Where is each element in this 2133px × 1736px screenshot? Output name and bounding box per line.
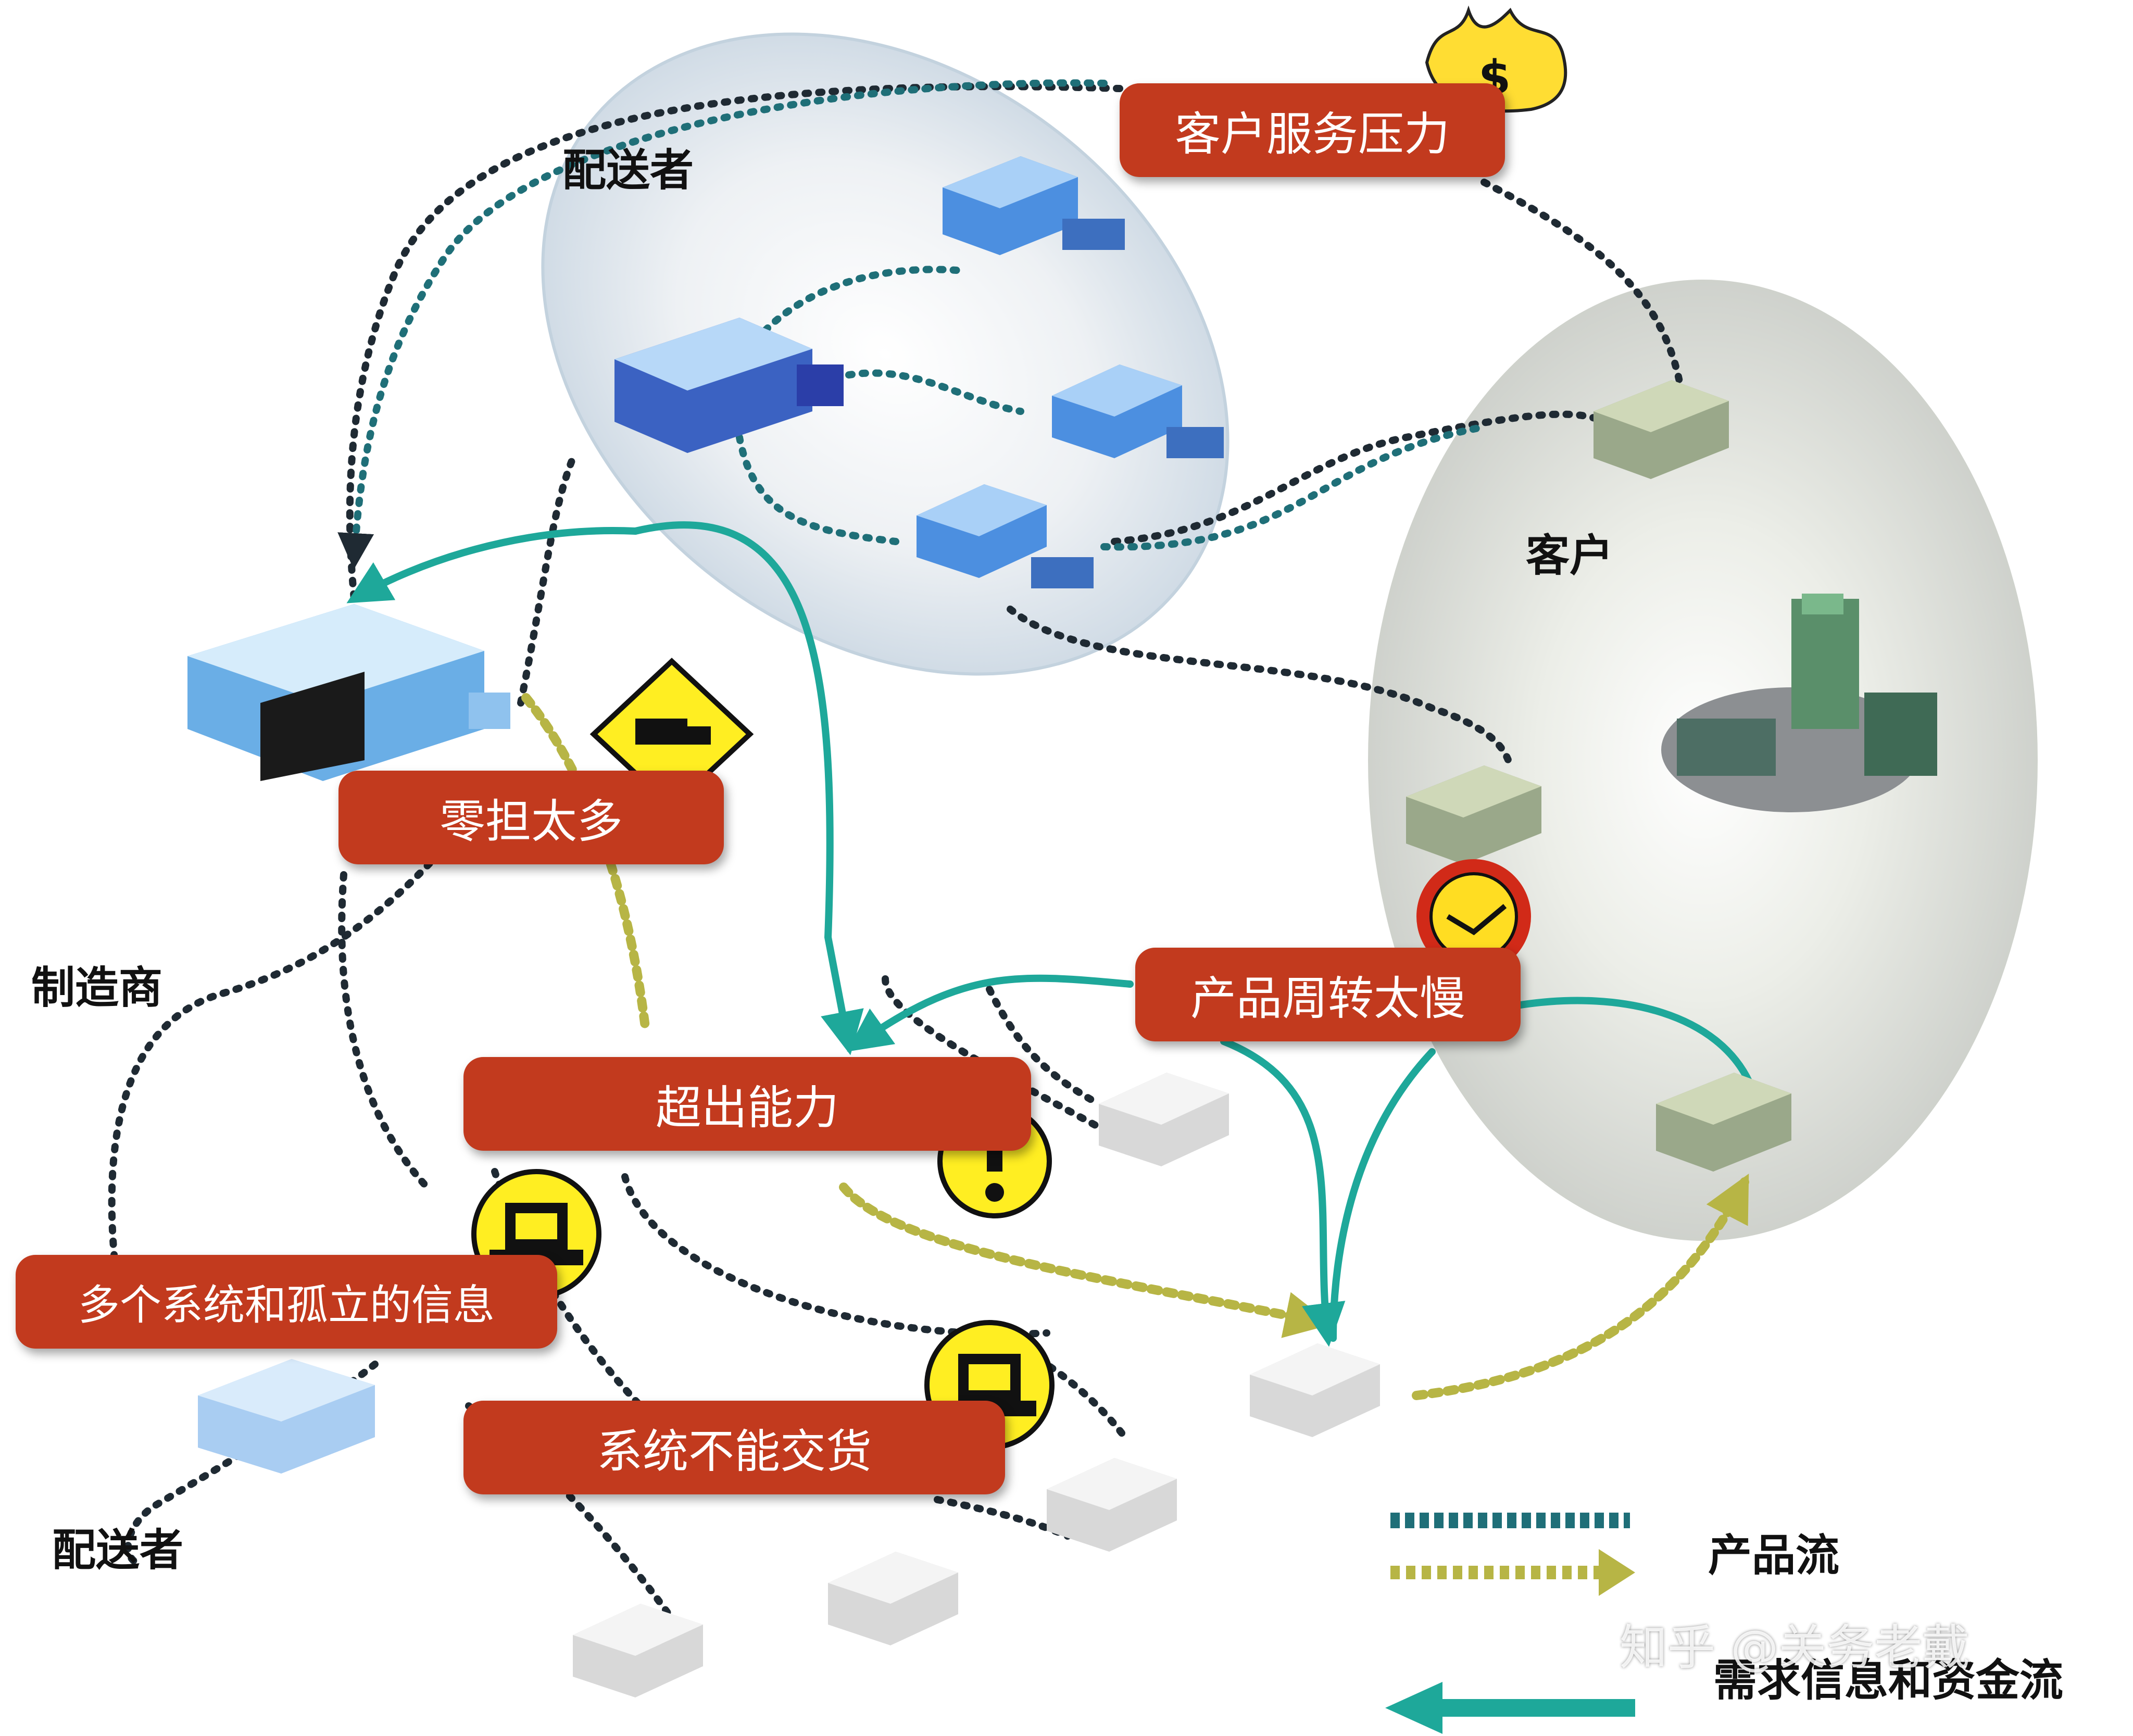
region-label-manufacturer: 制造商 xyxy=(31,962,163,1013)
warehouse-icon xyxy=(1250,1343,1380,1437)
teal-arrow xyxy=(1329,1048,1436,1342)
dotted-path xyxy=(882,975,1108,1134)
dotted-path xyxy=(1480,179,1686,399)
product-flow-path xyxy=(736,434,899,545)
manufacturer-plant-icon xyxy=(187,604,510,781)
dotted-path xyxy=(491,1168,670,1436)
clock-icon xyxy=(1416,859,1531,974)
warehouse-icon xyxy=(828,1552,958,1645)
warehouse-icon xyxy=(198,1359,375,1474)
problem-over-capacity: 超出能力 xyxy=(463,1057,1031,1151)
dotted-path xyxy=(1007,606,1514,769)
teal-arrow xyxy=(346,527,639,603)
dotted-path xyxy=(346,83,1123,602)
product-flow-path xyxy=(337,79,1108,570)
product-flow-path xyxy=(845,369,1024,415)
warehouse-icon xyxy=(917,484,1094,588)
teal-arrow xyxy=(632,521,864,1055)
problem-too-many-ltl: 零担太多 xyxy=(338,771,724,864)
legend-demand-arrow xyxy=(1599,1549,1635,1596)
problem-system-cannot-deliver: 系统不能交货 xyxy=(463,1401,1005,1494)
store-icon xyxy=(1656,1073,1791,1172)
warehouse-icon xyxy=(573,1604,703,1697)
dotted-path xyxy=(986,986,1102,1108)
region-label-distributor-bottom: 配送者 xyxy=(52,1525,184,1576)
teal-arrow xyxy=(1220,1038,1346,1347)
warehouse-icon xyxy=(1047,1458,1177,1552)
legend-demand-flow-label: 需求信息和资金流 xyxy=(1713,1655,2064,1706)
dotted-path xyxy=(108,840,451,1264)
distributor-warehouses xyxy=(614,156,1224,588)
grey-warehouses xyxy=(198,1073,1380,1697)
warehouse-icon xyxy=(1099,1073,1229,1166)
region-label-distributor-top: 配送者 xyxy=(562,145,694,196)
product-flow-path xyxy=(1100,423,1488,551)
teal-arrow xyxy=(1517,997,1753,1087)
demand-flow-path xyxy=(839,1183,1332,1338)
warehouse-main-icon xyxy=(614,318,844,453)
warehouse-icon xyxy=(943,156,1125,255)
store-icon xyxy=(1594,380,1729,479)
dotted-path xyxy=(517,455,576,707)
warehouse-icon xyxy=(1052,364,1224,458)
city-cluster-icon xyxy=(1661,594,1937,812)
customer-buildings xyxy=(1406,380,1937,1172)
region-label-customer: 客户 xyxy=(1526,530,1614,581)
dotted-path xyxy=(338,871,431,1191)
store-icon xyxy=(1406,765,1541,864)
demand-flow-path xyxy=(1412,1174,1749,1400)
problem-multiple-systems: 多个系统和孤立的信息 xyxy=(16,1255,557,1349)
watermark: 知乎 @关务老戴 xyxy=(1620,1620,1971,1676)
dotted-path xyxy=(1111,410,1608,545)
legend-teal-arrow xyxy=(1385,1682,1442,1734)
problem-product-turnover-slow: 产品周转太慢 xyxy=(1135,948,1521,1041)
problem-customer-service-pressure: 客户服务压力 xyxy=(1120,83,1505,177)
legend-product-flow-label: 产品流 xyxy=(1708,1530,1840,1581)
legend-graphics xyxy=(1385,1513,1635,1734)
teal-arrow xyxy=(847,974,1134,1052)
